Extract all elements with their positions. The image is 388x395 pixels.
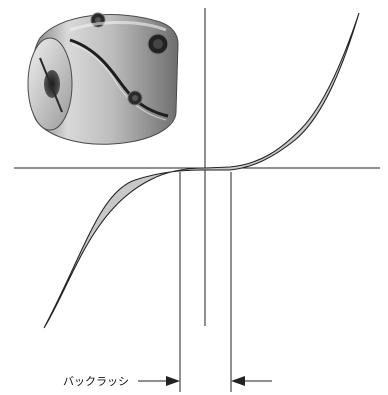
coupling-clamp-slit [39,57,63,113]
backlash-hysteresis-curve [43,12,360,329]
backlash-label: バックラッシ [63,375,129,388]
backlash-dimension-arrows [138,376,272,386]
coupling-split-groove [69,38,169,118]
coupling-photo [27,12,179,145]
